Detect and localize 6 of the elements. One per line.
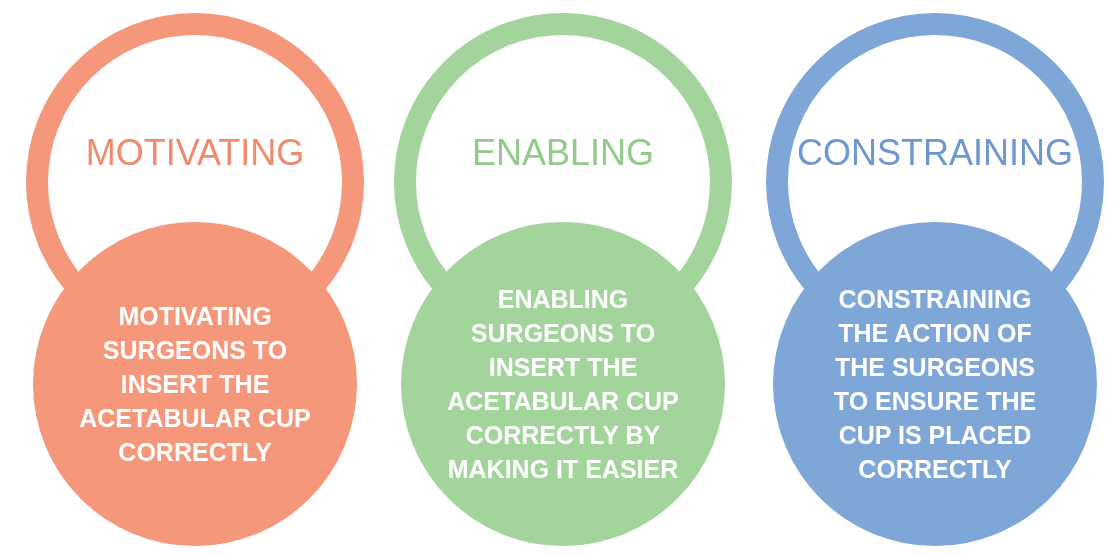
heading-text: CONSTRAINING: [797, 132, 1073, 173]
description-text: MOTIVATING SURGEONS TO INSERT THE ACETABULAR CUP CORRECTLY: [78, 301, 312, 468]
heading-text: ENABLING: [471, 132, 655, 173]
description-text: CONSTRAINING THE ACTION OF THE SURGEONS TO ENSURE THE CUP IS PLACED CORRECTLY: [832, 284, 1038, 485]
heading-text: MOTIVATING: [85, 132, 305, 173]
description-text: ENABLING SURGEONS TO INSERT THE ACETABULAR CUP CORRECTLY BY MAKING IT EASIER: [446, 284, 680, 485]
